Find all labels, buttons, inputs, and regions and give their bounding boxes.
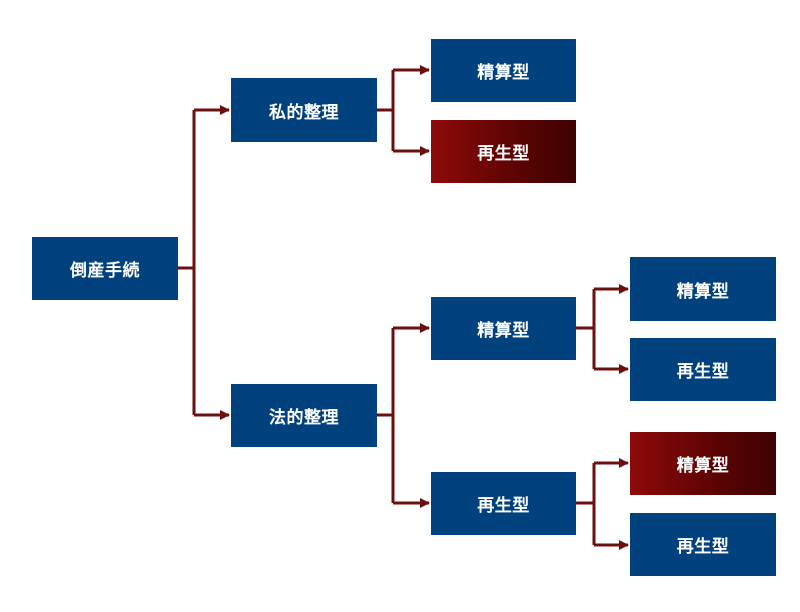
node-legal-liquidation-liquidation: 精算型 — [630, 257, 776, 321]
node-private-rehabilitation-type: 再生型 — [431, 120, 576, 183]
node-legal-liquidation-type: 精算型 — [431, 297, 576, 360]
node-private-liquidation-type: 精算型 — [431, 39, 576, 102]
node-legal-rehabilitation-liquidation: 精算型 — [630, 432, 776, 495]
node-legal-rehabilitation-rehabilitation: 再生型 — [630, 513, 776, 576]
node-private-reorganization: 私的整理 — [231, 78, 377, 142]
node-legal-liquidation-rehabilitation: 再生型 — [630, 338, 776, 401]
node-legal-rehabilitation-type: 再生型 — [431, 472, 576, 535]
node-root-bankruptcy-procedure: 倒産手続 — [32, 237, 178, 300]
node-legal-reorganization: 法的整理 — [231, 384, 377, 447]
